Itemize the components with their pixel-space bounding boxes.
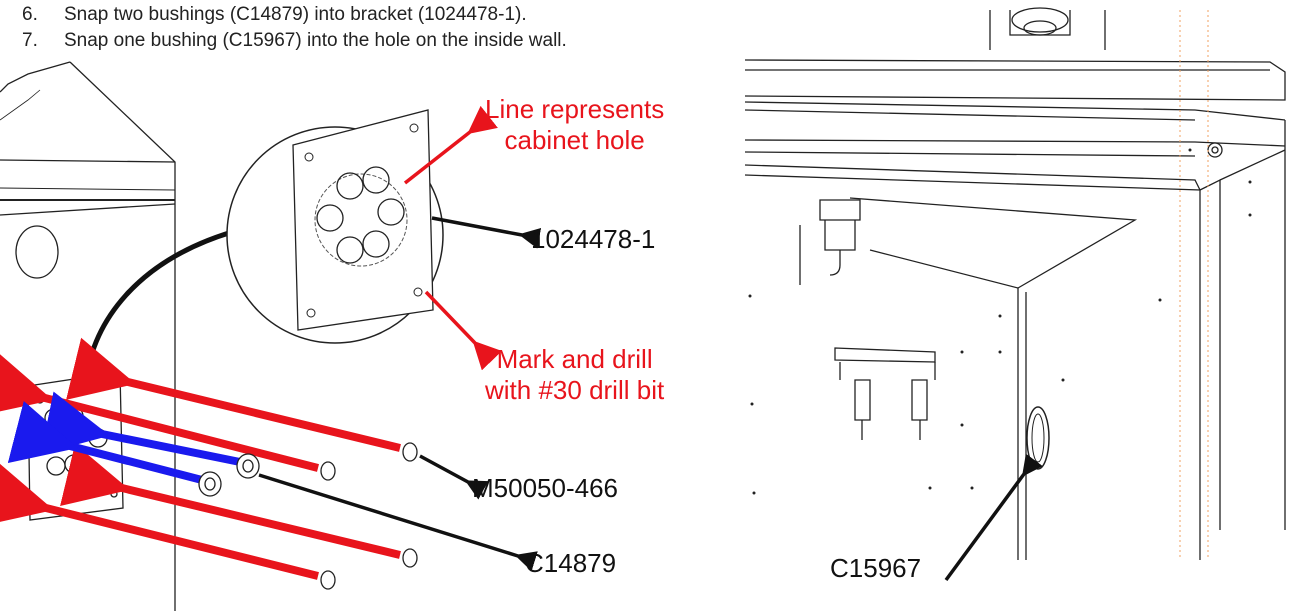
cabinet-side-panel bbox=[0, 61, 176, 611]
step-7-number: 7. bbox=[22, 30, 38, 51]
cabinet-hole-outline bbox=[314, 173, 408, 267]
bushings bbox=[198, 453, 260, 497]
bushing-arrow-1 bbox=[40, 391, 241, 466]
screw-heads bbox=[320, 442, 418, 590]
drill-callout-line2: with #30 drill bit bbox=[485, 375, 665, 405]
step-7-text: Snap one bushing (C15967) into the hole … bbox=[64, 30, 567, 51]
step-6: 6. Snap two bushings (C14879) into bracke… bbox=[22, 4, 527, 26]
drill-callout-line1: Mark and drill bbox=[496, 344, 653, 374]
cabinet-hole-callout-line1: Line represents bbox=[485, 94, 665, 124]
inside-wall-bushing-icon bbox=[1026, 406, 1050, 470]
cabinet-hole-callout-line2: cabinet hole bbox=[504, 125, 645, 155]
screw-head-icon bbox=[402, 548, 418, 568]
screw-arrow-3 bbox=[60, 443, 401, 559]
screw-arrow-4 bbox=[0, 463, 319, 580]
bracket-part-leader bbox=[431, 216, 542, 249]
screw-head-icon bbox=[320, 461, 336, 481]
screw-part-number: M50050-466 bbox=[472, 473, 618, 503]
panel-rivets bbox=[748, 148, 1252, 495]
drill-callout: Mark and drill with #30 drill bit bbox=[485, 344, 664, 406]
step-6-text: Snap two bushings (C14879) into bracket … bbox=[64, 4, 527, 25]
cabinet-hole bbox=[15, 225, 59, 279]
screw-part-leader bbox=[419, 454, 489, 500]
bushing-arrows bbox=[7, 391, 241, 484]
screw-head-icon bbox=[320, 570, 336, 590]
bracket-part-number: 1024478-1 bbox=[531, 224, 656, 254]
step-6-number: 6. bbox=[22, 4, 38, 25]
cabinet-interior-frame bbox=[744, 7, 1286, 560]
screw-head-icon bbox=[402, 442, 418, 462]
screw-arrow-1 bbox=[66, 337, 401, 452]
bushing-large-leader bbox=[944, 453, 1043, 582]
cabinet-hole-leader bbox=[403, 105, 498, 185]
drill-leader bbox=[424, 290, 503, 371]
bracket-install-illustration bbox=[0, 61, 542, 611]
bushing-large-part-number: C15967 bbox=[830, 553, 922, 583]
bracket-plate-detail bbox=[292, 109, 434, 331]
instruction-list: 6. Snap two bushings (C14879) into bracke… bbox=[0, 0, 740, 80]
detail-leader-curve bbox=[82, 229, 233, 391]
bushing-arrow-2 bbox=[7, 401, 203, 484]
cabinet-hole-callout: Line represents cabinet hole bbox=[485, 94, 664, 156]
bushing-small-part-number: C14879 bbox=[525, 548, 617, 578]
bracket-detail-magnifier bbox=[226, 109, 444, 344]
step-7: 7. Snap one bushing (C15967) into the hol… bbox=[22, 30, 567, 52]
bushing-small-leader bbox=[258, 473, 538, 572]
